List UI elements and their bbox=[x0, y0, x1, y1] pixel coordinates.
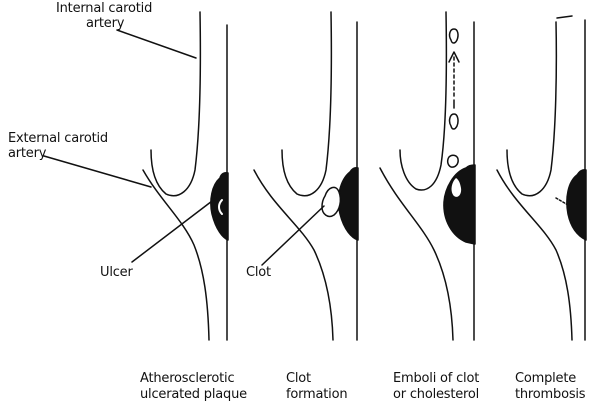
panel-3-plaque bbox=[444, 165, 475, 244]
panel-2-external-branch-wall bbox=[254, 170, 333, 340]
caption-panel-1-line-2: ulcerated plaque bbox=[140, 387, 247, 403]
panel-1-internal-left-wall bbox=[151, 12, 200, 196]
caption-panel-3-line-1: Emboli of clot bbox=[393, 371, 479, 387]
panel-4-artery bbox=[497, 16, 586, 340]
caption-panel-1: Atherosclerotic ulcerated plaque bbox=[140, 371, 247, 403]
panel-3-internal-left-wall bbox=[400, 12, 446, 190]
external-carotid-label-line-2: artery bbox=[8, 146, 108, 161]
caption-panel-2-line-1: Clot bbox=[286, 371, 347, 387]
panel-4-top-tick bbox=[557, 16, 572, 18]
caption-panel-2-line-2: formation bbox=[286, 387, 347, 403]
external-carotid-label-line-1: External carotid bbox=[8, 131, 108, 146]
leader-internal-carotid bbox=[117, 30, 196, 58]
clot-label: Clot bbox=[246, 265, 271, 280]
caption-panel-4-line-1: Complete bbox=[515, 371, 585, 387]
panel-1-artery bbox=[143, 12, 228, 340]
panel-3-embolus-middle bbox=[450, 114, 458, 129]
panel-3-embolus-top bbox=[450, 29, 458, 43]
panel-2-artery bbox=[254, 12, 358, 340]
panel-4-plaque bbox=[567, 170, 586, 240]
caption-panel-4-line-2: thrombosis bbox=[515, 387, 585, 403]
panel-2-internal-left-wall bbox=[282, 12, 331, 196]
panel-3-external-branch-wall bbox=[380, 168, 453, 340]
panel-3-embolus-lower bbox=[448, 155, 458, 167]
panel-3-artery bbox=[380, 12, 475, 340]
caption-panel-1-line-1: Atherosclerotic bbox=[140, 371, 247, 387]
leader-ulcer bbox=[132, 198, 216, 262]
caption-panel-3: Emboli of clot or cholesterol bbox=[393, 371, 479, 403]
panel-4-internal-left-wall bbox=[507, 22, 556, 196]
panel-2-plaque bbox=[338, 168, 358, 240]
internal-carotid-label-line-1: Internal carotid bbox=[56, 1, 152, 16]
internal-carotid-label-line-2: artery bbox=[56, 16, 152, 31]
caption-panel-4: Complete thrombosis bbox=[515, 371, 585, 403]
internal-carotid-label: Internal carotid artery bbox=[56, 1, 152, 31]
leader-clot bbox=[262, 206, 324, 265]
external-carotid-label: External carotid artery bbox=[8, 131, 108, 161]
caption-panel-3-line-2: or cholesterol bbox=[393, 387, 479, 403]
ulcer-label: Ulcer bbox=[100, 265, 133, 280]
caption-panel-2: Clot formation bbox=[286, 371, 347, 403]
panel-2-clot-outline bbox=[322, 187, 340, 216]
